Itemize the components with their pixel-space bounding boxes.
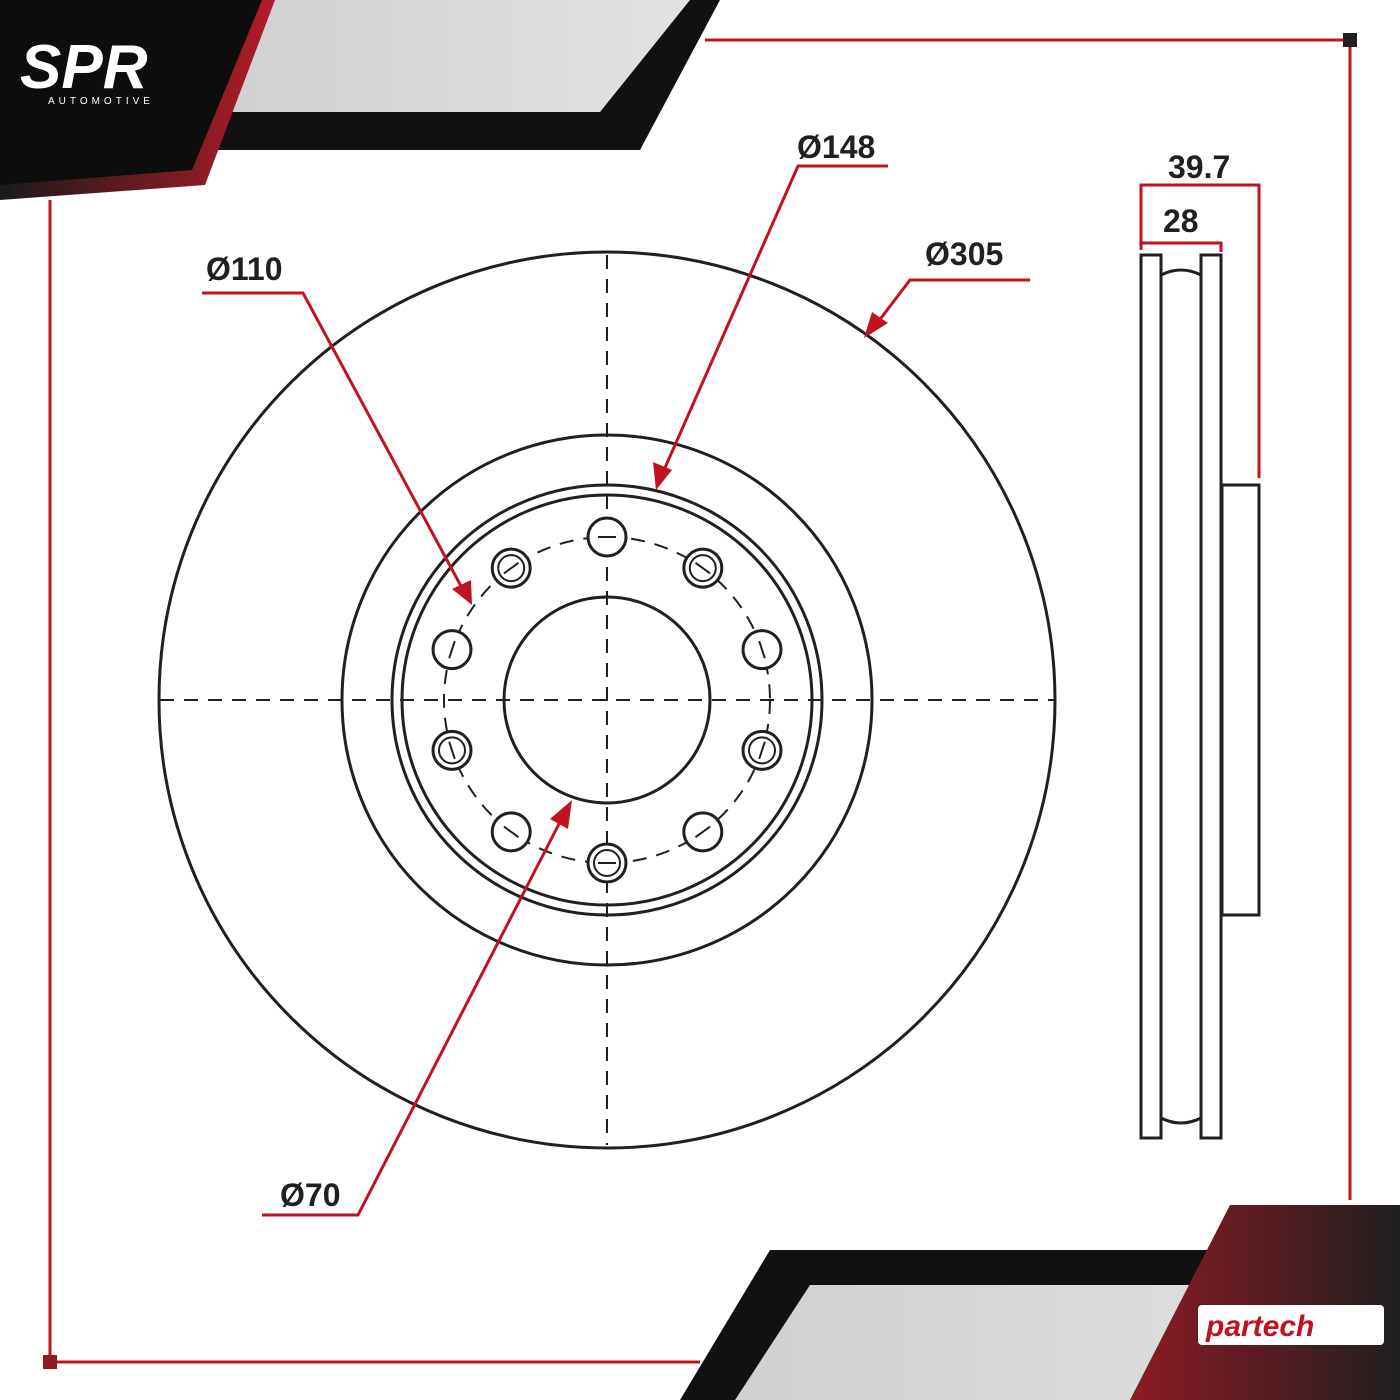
bolt-hole-inner bbox=[748, 736, 776, 765]
partech-text: partech bbox=[1205, 1310, 1314, 1343]
spr-logo: SPR AUTOMOTIVE bbox=[20, 33, 154, 107]
leaders bbox=[202, 164, 1030, 1217]
bolt-hole-centerline bbox=[448, 741, 456, 760]
outer-diameter-label: Ø305 bbox=[925, 236, 1003, 272]
bolt-hole-inner bbox=[497, 554, 526, 583]
bolt-hole-centerline bbox=[694, 825, 711, 839]
bolt-hole-inner bbox=[438, 736, 466, 765]
bolt-hole-centerline bbox=[758, 741, 766, 760]
top-left-banner bbox=[0, 0, 720, 200]
leader-outer-diameter bbox=[876, 278, 1030, 323]
vane-bottom bbox=[1160, 1116, 1202, 1125]
arrow-hub-diameter bbox=[653, 462, 672, 490]
outer-plate bbox=[1199, 253, 1223, 1140]
bolt-hole-centerline bbox=[758, 640, 766, 659]
bolt-hole-centerline bbox=[694, 561, 711, 575]
frame-corner-marker-top bbox=[1343, 33, 1357, 47]
brand-tagline: AUTOMOTIVE bbox=[48, 96, 154, 107]
frame-corner-marker-bottom bbox=[43, 1355, 57, 1369]
leader-hub-diameter bbox=[662, 164, 888, 471]
arrow-outer-diameter bbox=[864, 312, 888, 338]
bolt-hole-inner bbox=[688, 554, 717, 583]
leader-pcd bbox=[202, 291, 464, 589]
bolt-hole-centerline bbox=[503, 561, 520, 575]
bolt-holes bbox=[431, 516, 783, 884]
arrow-pcd bbox=[452, 580, 472, 605]
bolt-hole-centerline bbox=[448, 640, 456, 659]
total-height-label: 39.7 bbox=[1168, 149, 1230, 185]
leader-center-bore bbox=[262, 821, 562, 1217]
bolt-hole-inner bbox=[593, 849, 621, 877]
inner-plate bbox=[1139, 253, 1163, 1140]
vane-top bbox=[1160, 268, 1202, 277]
frame-lines bbox=[48, 38, 1352, 1364]
center-bore-label: Ø70 bbox=[280, 1177, 340, 1213]
disc-side-profile bbox=[1139, 253, 1261, 1140]
hat-profile bbox=[1220, 483, 1261, 917]
bottom-right-banner bbox=[680, 1205, 1400, 1400]
partech-logo: partech bbox=[1198, 1305, 1384, 1345]
arrow-center-bore bbox=[550, 800, 572, 829]
pcd-label: Ø110 bbox=[206, 251, 283, 287]
bolt-hole-centerline bbox=[503, 825, 520, 839]
bolt-circle bbox=[443, 536, 771, 864]
center-lines bbox=[160, 255, 1055, 1145]
brand-name: SPR bbox=[20, 33, 148, 102]
hub-diameter-label: Ø148 bbox=[797, 129, 875, 165]
leader-arrowheads bbox=[452, 312, 888, 829]
side-dimension-lines bbox=[1139, 183, 1261, 478]
thickness-label: 28 bbox=[1163, 203, 1199, 239]
